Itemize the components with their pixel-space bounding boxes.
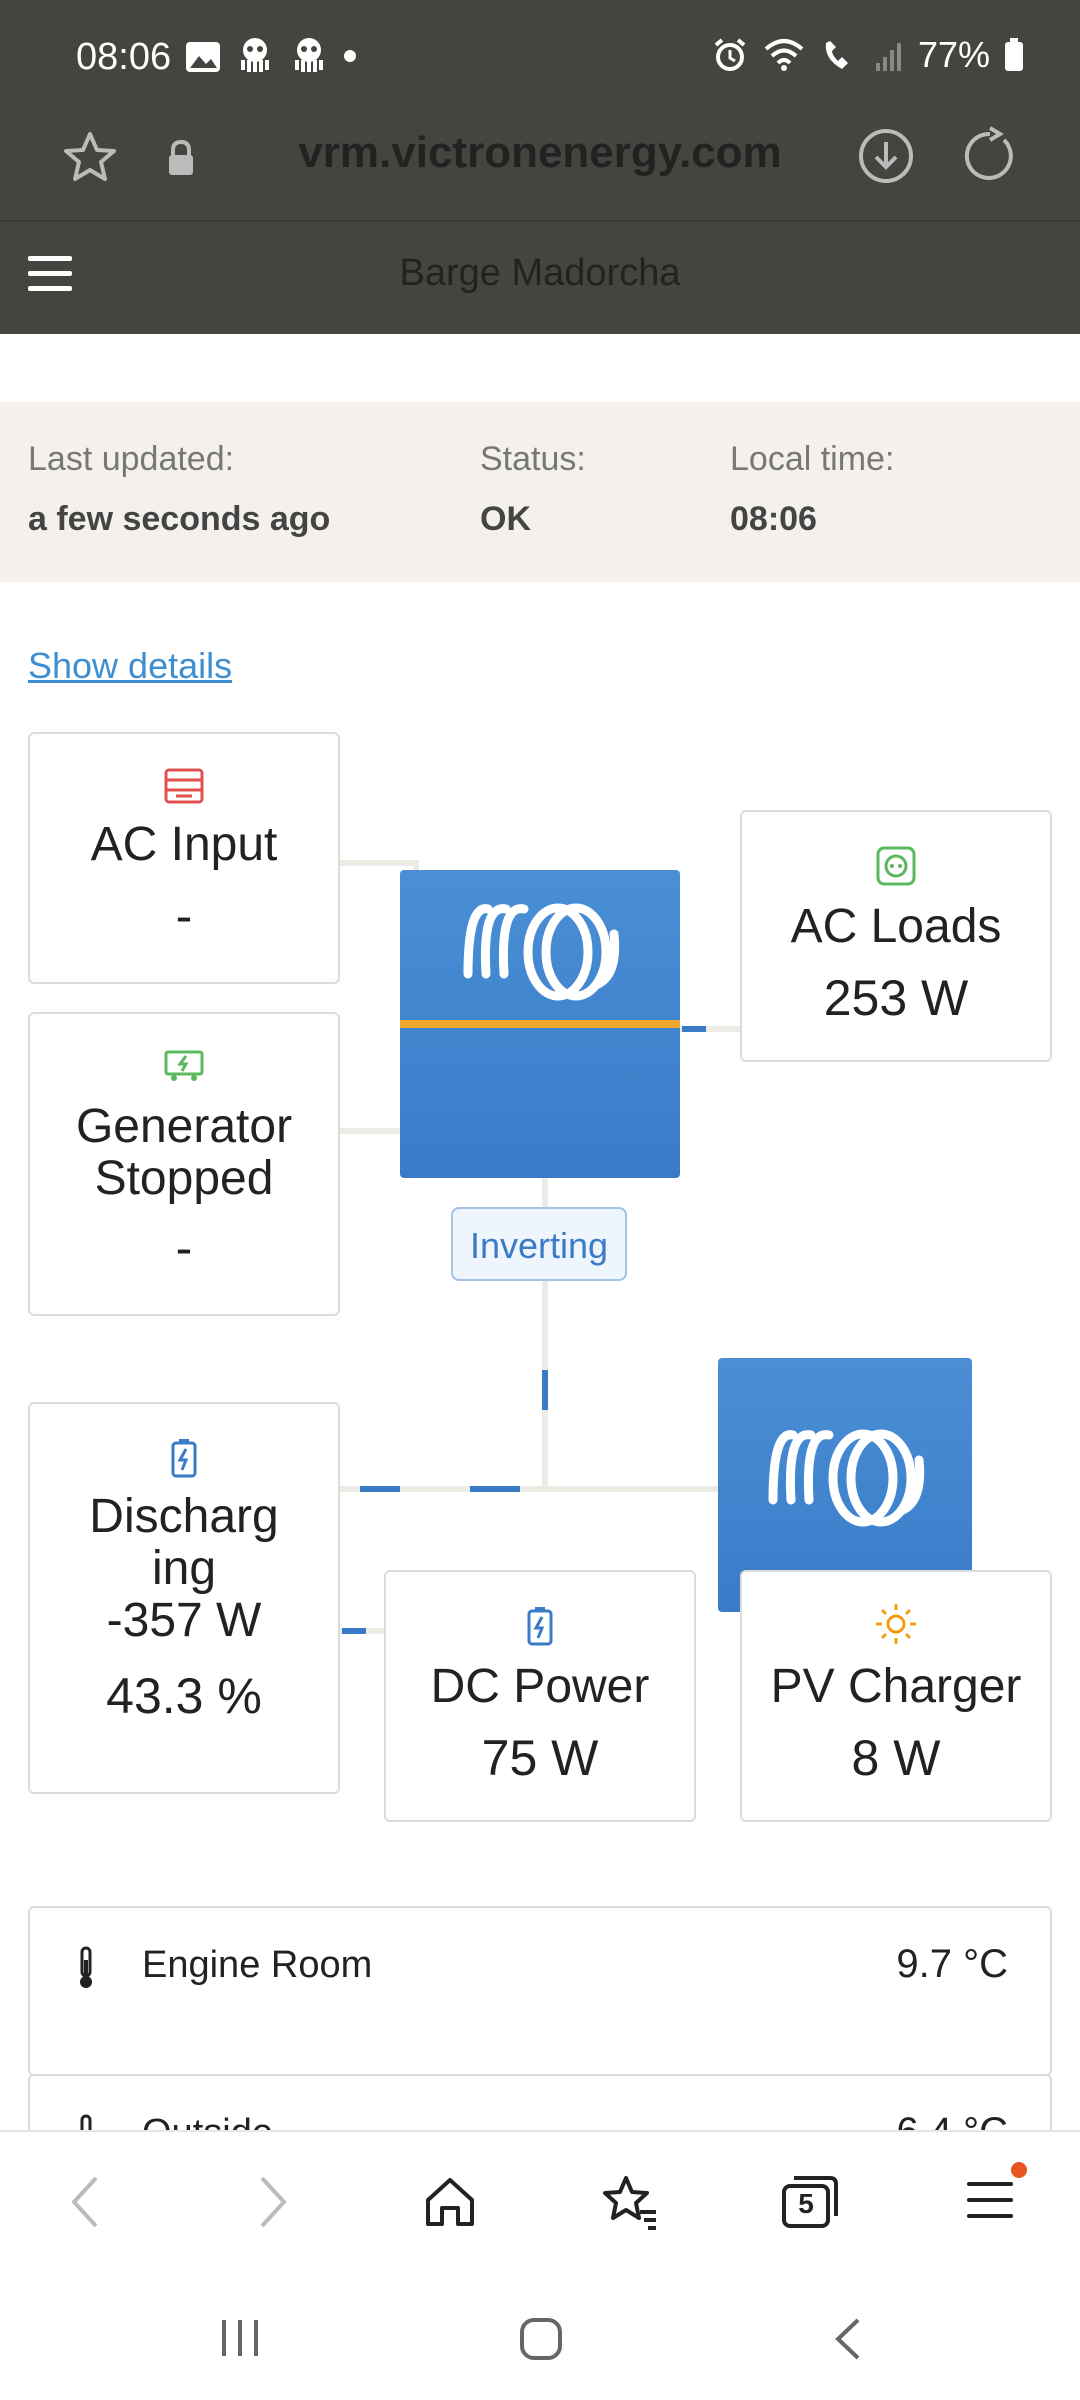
- status-value: OK: [480, 500, 531, 538]
- socket-icon: [742, 846, 1050, 891]
- page-title: Barge Madorcha: [399, 252, 681, 294]
- line-ac-input: [338, 860, 418, 866]
- line-inverter-down: [542, 1178, 548, 1208]
- dc-power-value: 75 W: [481, 1730, 599, 1786]
- signal-icon: [875, 43, 901, 71]
- flow-ac-loads: [682, 1026, 706, 1032]
- ac-loads-value: 253 W: [823, 970, 969, 1026]
- ac-loads-card[interactable]: AC Loads 253 W: [740, 810, 1052, 1062]
- reload-icon[interactable]: [960, 126, 1020, 191]
- thermometer-icon: [74, 1946, 98, 1995]
- line-ac-input-drop: [413, 860, 419, 872]
- ac-loads-title: AC Loads: [790, 900, 1002, 953]
- recent-apps-icon[interactable]: [218, 2316, 262, 2365]
- flow-dc-power: [342, 1628, 366, 1634]
- sun-icon: [742, 1602, 1050, 1651]
- flow-dc-bus: [542, 1370, 548, 1410]
- last-updated-label: Last updated:: [28, 440, 235, 478]
- home-icon[interactable]: [390, 2132, 510, 2272]
- battery-soc: 43.3 %: [106, 1668, 262, 1724]
- ac-input-title: AC Input: [90, 818, 278, 871]
- battery-power: -357 W: [106, 1594, 262, 1647]
- divider: [0, 220, 1080, 222]
- url-text[interactable]: vrm.victronenergy.com: [298, 128, 782, 177]
- line-battery: [338, 1486, 718, 1492]
- generator-icon: [30, 1050, 338, 1087]
- solar-charger[interactable]: [718, 1358, 972, 1612]
- ac-input-value: -: [175, 888, 193, 944]
- system-back-icon[interactable]: [828, 2316, 868, 2367]
- home-button-icon[interactable]: [518, 2316, 564, 2367]
- dc-power-icon: [386, 1606, 694, 1651]
- line-ac-loads: [680, 1026, 740, 1032]
- generator-title: Generator: [75, 1100, 293, 1153]
- dc-power-title: DC Power: [430, 1660, 650, 1713]
- local-time-value: 08:06: [730, 500, 817, 538]
- info-band: [0, 402, 1080, 582]
- wifi-calling-icon: [825, 41, 848, 69]
- octopus-icon: [241, 38, 270, 72]
- generator-value: -: [175, 1220, 193, 1276]
- bookmark-star-icon[interactable]: [60, 128, 120, 193]
- pv-charger-value: 8 W: [851, 1730, 941, 1786]
- flow-battery-1: [360, 1486, 400, 1492]
- victron-logo-icon: [760, 1420, 930, 1535]
- inverter-state-badge: Inverting: [451, 1207, 627, 1281]
- system-nav-bar: [0, 2270, 1080, 2400]
- back-icon[interactable]: [26, 2132, 146, 2272]
- flow-battery-2: [470, 1486, 520, 1492]
- pv-charger-card[interactable]: PV Charger 8 W: [740, 1570, 1052, 1822]
- status-right: 77%: [712, 34, 1024, 76]
- generator-card[interactable]: Generator Stopped -: [28, 1012, 340, 1316]
- generator-state: Stopped: [94, 1152, 274, 1205]
- line-generator: [338, 1128, 402, 1134]
- battery-percent: 77%: [917, 34, 990, 75]
- wifi-icon: [764, 39, 804, 71]
- battery-state-cont: ing: [151, 1542, 217, 1595]
- tabs-count: 5: [798, 2188, 814, 2219]
- forward-icon[interactable]: [212, 2132, 332, 2272]
- octopus-icon: [294, 38, 323, 72]
- dc-power-card[interactable]: DC Power 75 W: [384, 1570, 696, 1822]
- status-label: Status:: [480, 440, 586, 478]
- pv-charger-title: PV Charger: [770, 1660, 1022, 1713]
- tabs-icon[interactable]: 5: [750, 2132, 870, 2272]
- lock-icon: [166, 138, 196, 183]
- download-icon[interactable]: [856, 126, 916, 191]
- ac-input-icon: [30, 768, 338, 809]
- notification-dot: [1011, 2161, 1027, 2178]
- temperature-row[interactable]: Engine Room 9.7 °C: [28, 1906, 1052, 2076]
- battery-card[interactable]: Discharg ing -357 W 43.3 %: [28, 1402, 340, 1794]
- battery-icon: [1005, 38, 1023, 71]
- inverter-charger[interactable]: [400, 870, 680, 1178]
- notification-icons: [184, 34, 358, 83]
- status-time: 08:06: [76, 36, 172, 78]
- show-details-link[interactable]: Show details: [28, 645, 233, 686]
- victron-logo-icon: [458, 894, 622, 1009]
- app-header: [0, 222, 1080, 334]
- browser-bottom-nav: 5: [0, 2130, 1080, 2272]
- gallery-icon: [186, 42, 220, 72]
- dot-icon: [344, 50, 357, 62]
- bookmarks-icon[interactable]: [570, 2132, 690, 2272]
- battery-state: Discharg: [89, 1490, 279, 1543]
- menu-icon[interactable]: [930, 2132, 1050, 2272]
- battery-icon: [30, 1438, 338, 1483]
- temperature-name: Engine Room: [142, 1944, 373, 1986]
- hamburger-menu-icon[interactable]: [26, 254, 74, 299]
- alarm-icon: [714, 38, 746, 71]
- temperature-value: 9.7 °C: [896, 1942, 1008, 1986]
- inverter-stripe: [400, 1020, 680, 1028]
- ac-input-card[interactable]: AC Input -: [28, 732, 340, 984]
- last-updated-value: a few seconds ago: [28, 500, 331, 538]
- local-time-label: Local time:: [730, 440, 895, 478]
